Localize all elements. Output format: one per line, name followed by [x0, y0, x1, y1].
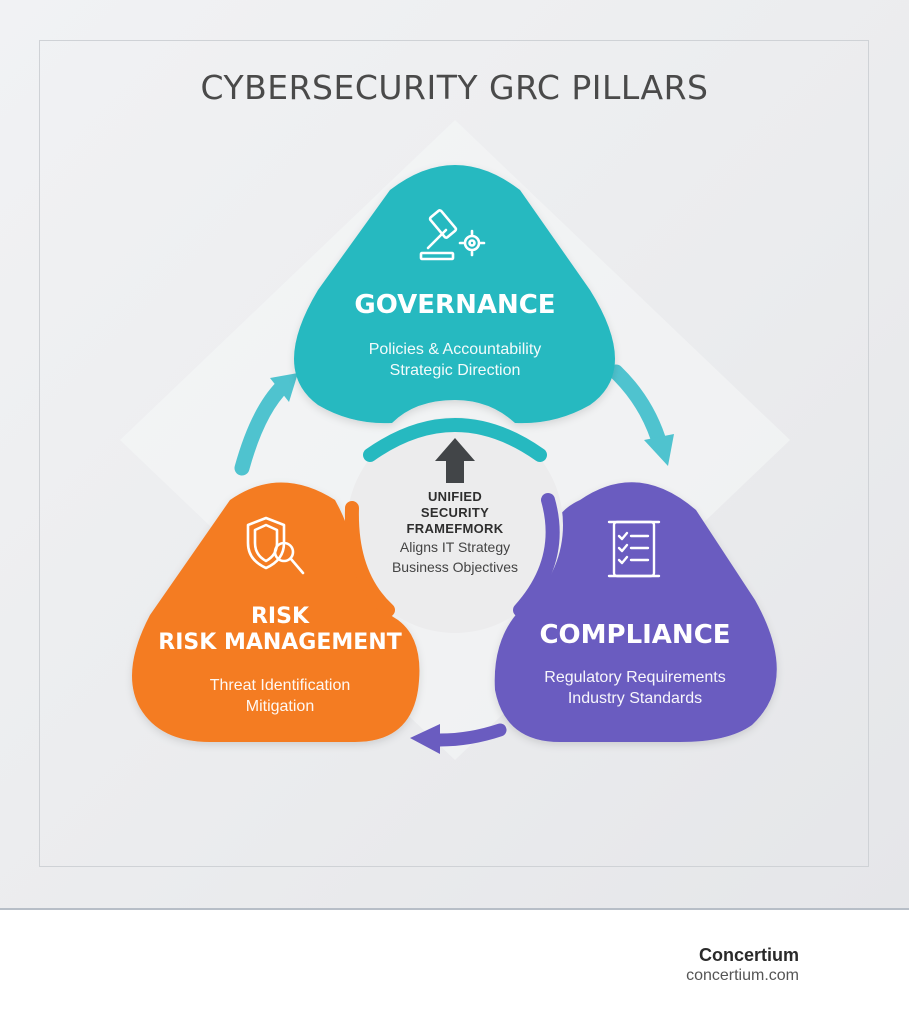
compliance-pillar-shape: [494, 482, 777, 742]
page-title: CYBERSECURITY GRC PILLARS: [200, 68, 709, 107]
risk-pillar: RISK RISK MANAGEMENT Threat Identificati…: [135, 604, 425, 717]
governance-pillar: GOVERNANCE Policies & Accountability Str…: [310, 290, 600, 381]
diagram-frame: [39, 40, 869, 867]
center-hub-circle: [347, 417, 563, 633]
cycle-arrow-to-compliance: [608, 364, 674, 466]
shield-magnifier-icon: [246, 516, 305, 575]
governance-line-2: Strategic Direction: [389, 362, 521, 380]
center-hub-text: UNIFIED SECURITY FRAMEFMORK Aligns IT St…: [355, 489, 555, 577]
grc-diagram: [132, 165, 777, 754]
governance-line-1: Policies & Accountability: [368, 341, 542, 359]
center-line-1: UNIFIED: [427, 489, 483, 504]
gavel-gear-icon: [419, 209, 486, 261]
risk-pillar-shape: [132, 482, 420, 742]
center-line-2: SECURITY: [420, 505, 490, 520]
center-line-4: Aligns IT Strategy: [399, 539, 511, 555]
risk-heading-1: RISK: [250, 604, 310, 629]
governance-heading: GOVERNANCE: [354, 290, 556, 320]
center-line-3: FRAMEFMORK: [406, 521, 504, 536]
footer-brand: Concertium: [698, 945, 799, 965]
compliance-line-2: Industry Standards: [567, 690, 703, 708]
risk-line-1: Threat Identification: [209, 676, 351, 694]
center-line-5: Business Objectives: [391, 559, 519, 575]
compliance-heading: COMPLIANCE: [539, 620, 731, 650]
checklist-scroll-icon: [607, 520, 661, 578]
footer-divider: [0, 908, 909, 910]
center-up-arrow-icon: [435, 438, 475, 483]
cycle-arrow-to-governance: [234, 373, 298, 476]
compliance-pillar: COMPLIANCE Regulatory Requirements Indus…: [490, 620, 780, 709]
cycle-arrow-to-risk: [410, 723, 507, 754]
risk-heading-2: RISK MANAGEMENT: [158, 630, 402, 656]
governance-pillar-shape: [294, 165, 615, 424]
compliance-line-1: Regulatory Requirements: [544, 669, 726, 687]
risk-line-2: Mitigation: [245, 697, 315, 715]
footer-url[interactable]: concertium.com: [686, 967, 799, 984]
